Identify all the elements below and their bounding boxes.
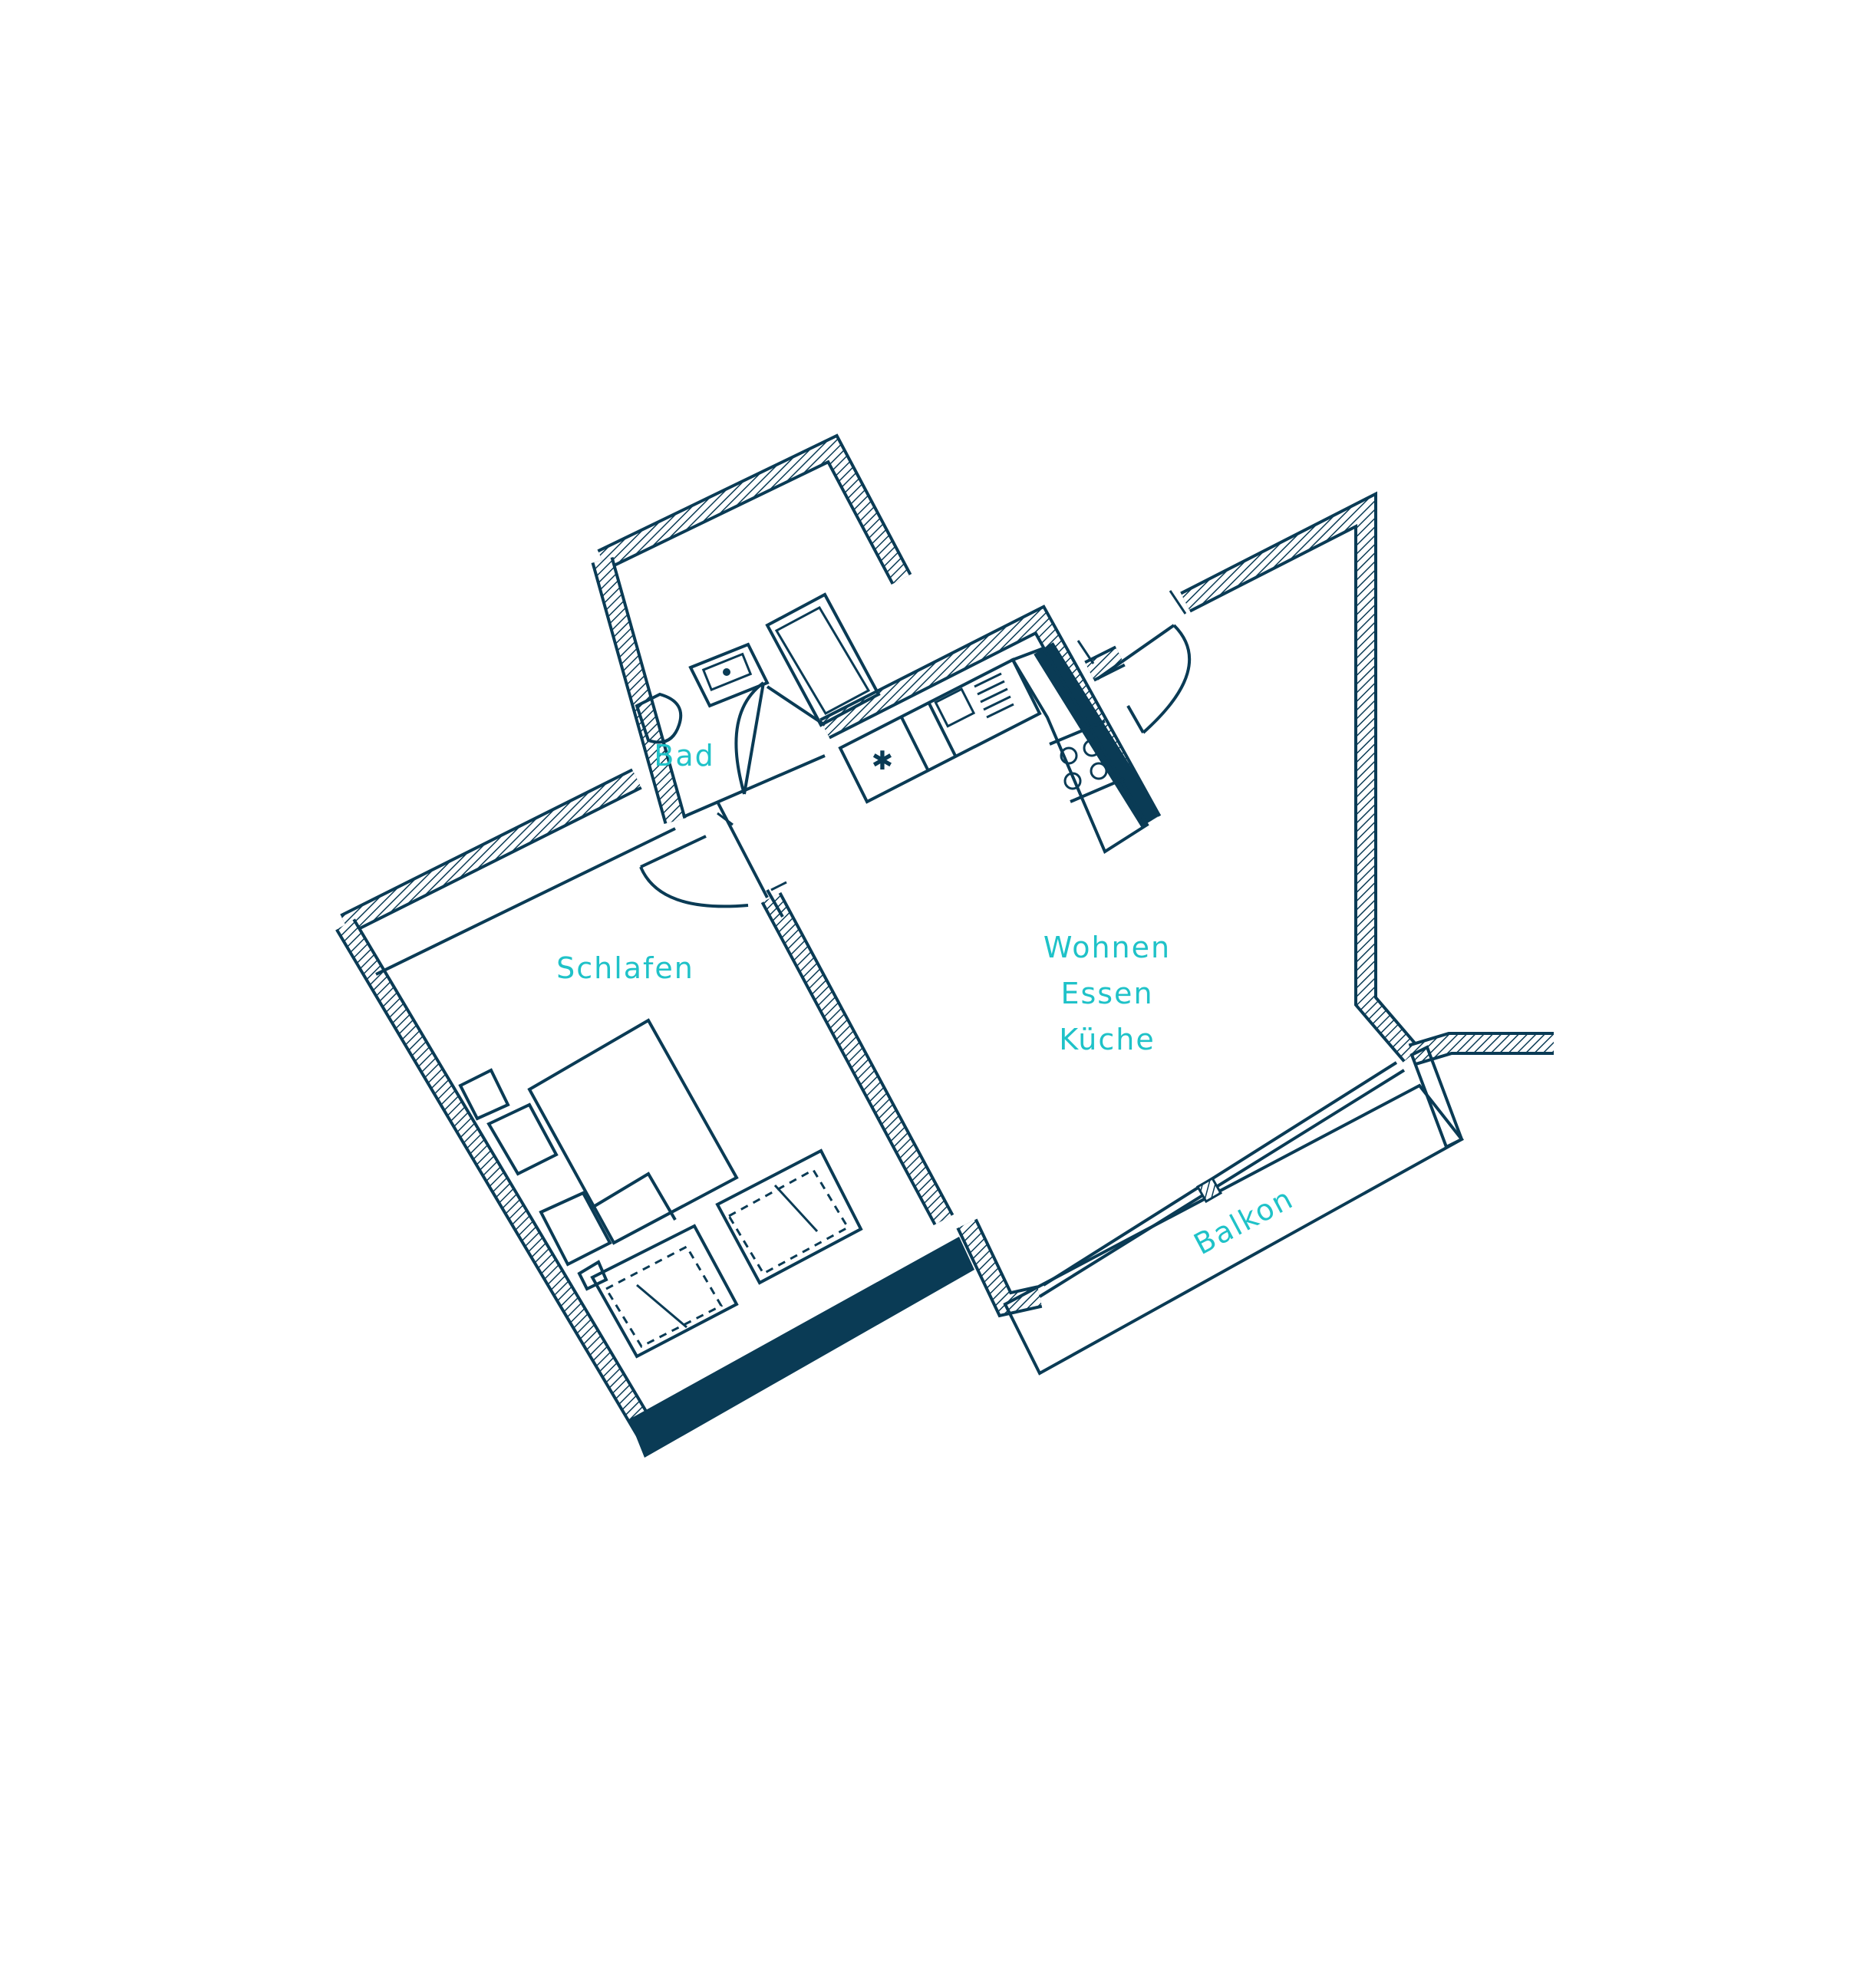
doors bbox=[639, 590, 1192, 908]
balcony bbox=[1003, 1045, 1465, 1376]
bed bbox=[527, 1018, 739, 1245]
bathroom-fixtures bbox=[635, 592, 881, 795]
interior-lines bbox=[375, 685, 826, 976]
bath-door-swing bbox=[734, 681, 765, 795]
solid-wall-segment bbox=[629, 1237, 974, 1458]
room-label-kueche: Küche bbox=[1059, 1023, 1155, 1056]
exterior-walls bbox=[335, 433, 1554, 1441]
kitchen: ✱ bbox=[838, 646, 1149, 854]
room-label-schlafen: Schlafen bbox=[556, 951, 694, 985]
bedroom-furniture bbox=[458, 1018, 863, 1359]
drainer-icon bbox=[974, 672, 1014, 719]
room-label-essen: Essen bbox=[1060, 977, 1153, 1010]
cooktop-icon bbox=[1060, 739, 1108, 790]
sink bbox=[688, 642, 770, 708]
freezer-icon: ✱ bbox=[872, 746, 894, 776]
room-label-bad: Bad bbox=[654, 739, 714, 773]
shower bbox=[765, 592, 881, 727]
room-label-wohnen: Wohnen bbox=[1044, 931, 1171, 964]
toilet bbox=[635, 692, 683, 744]
